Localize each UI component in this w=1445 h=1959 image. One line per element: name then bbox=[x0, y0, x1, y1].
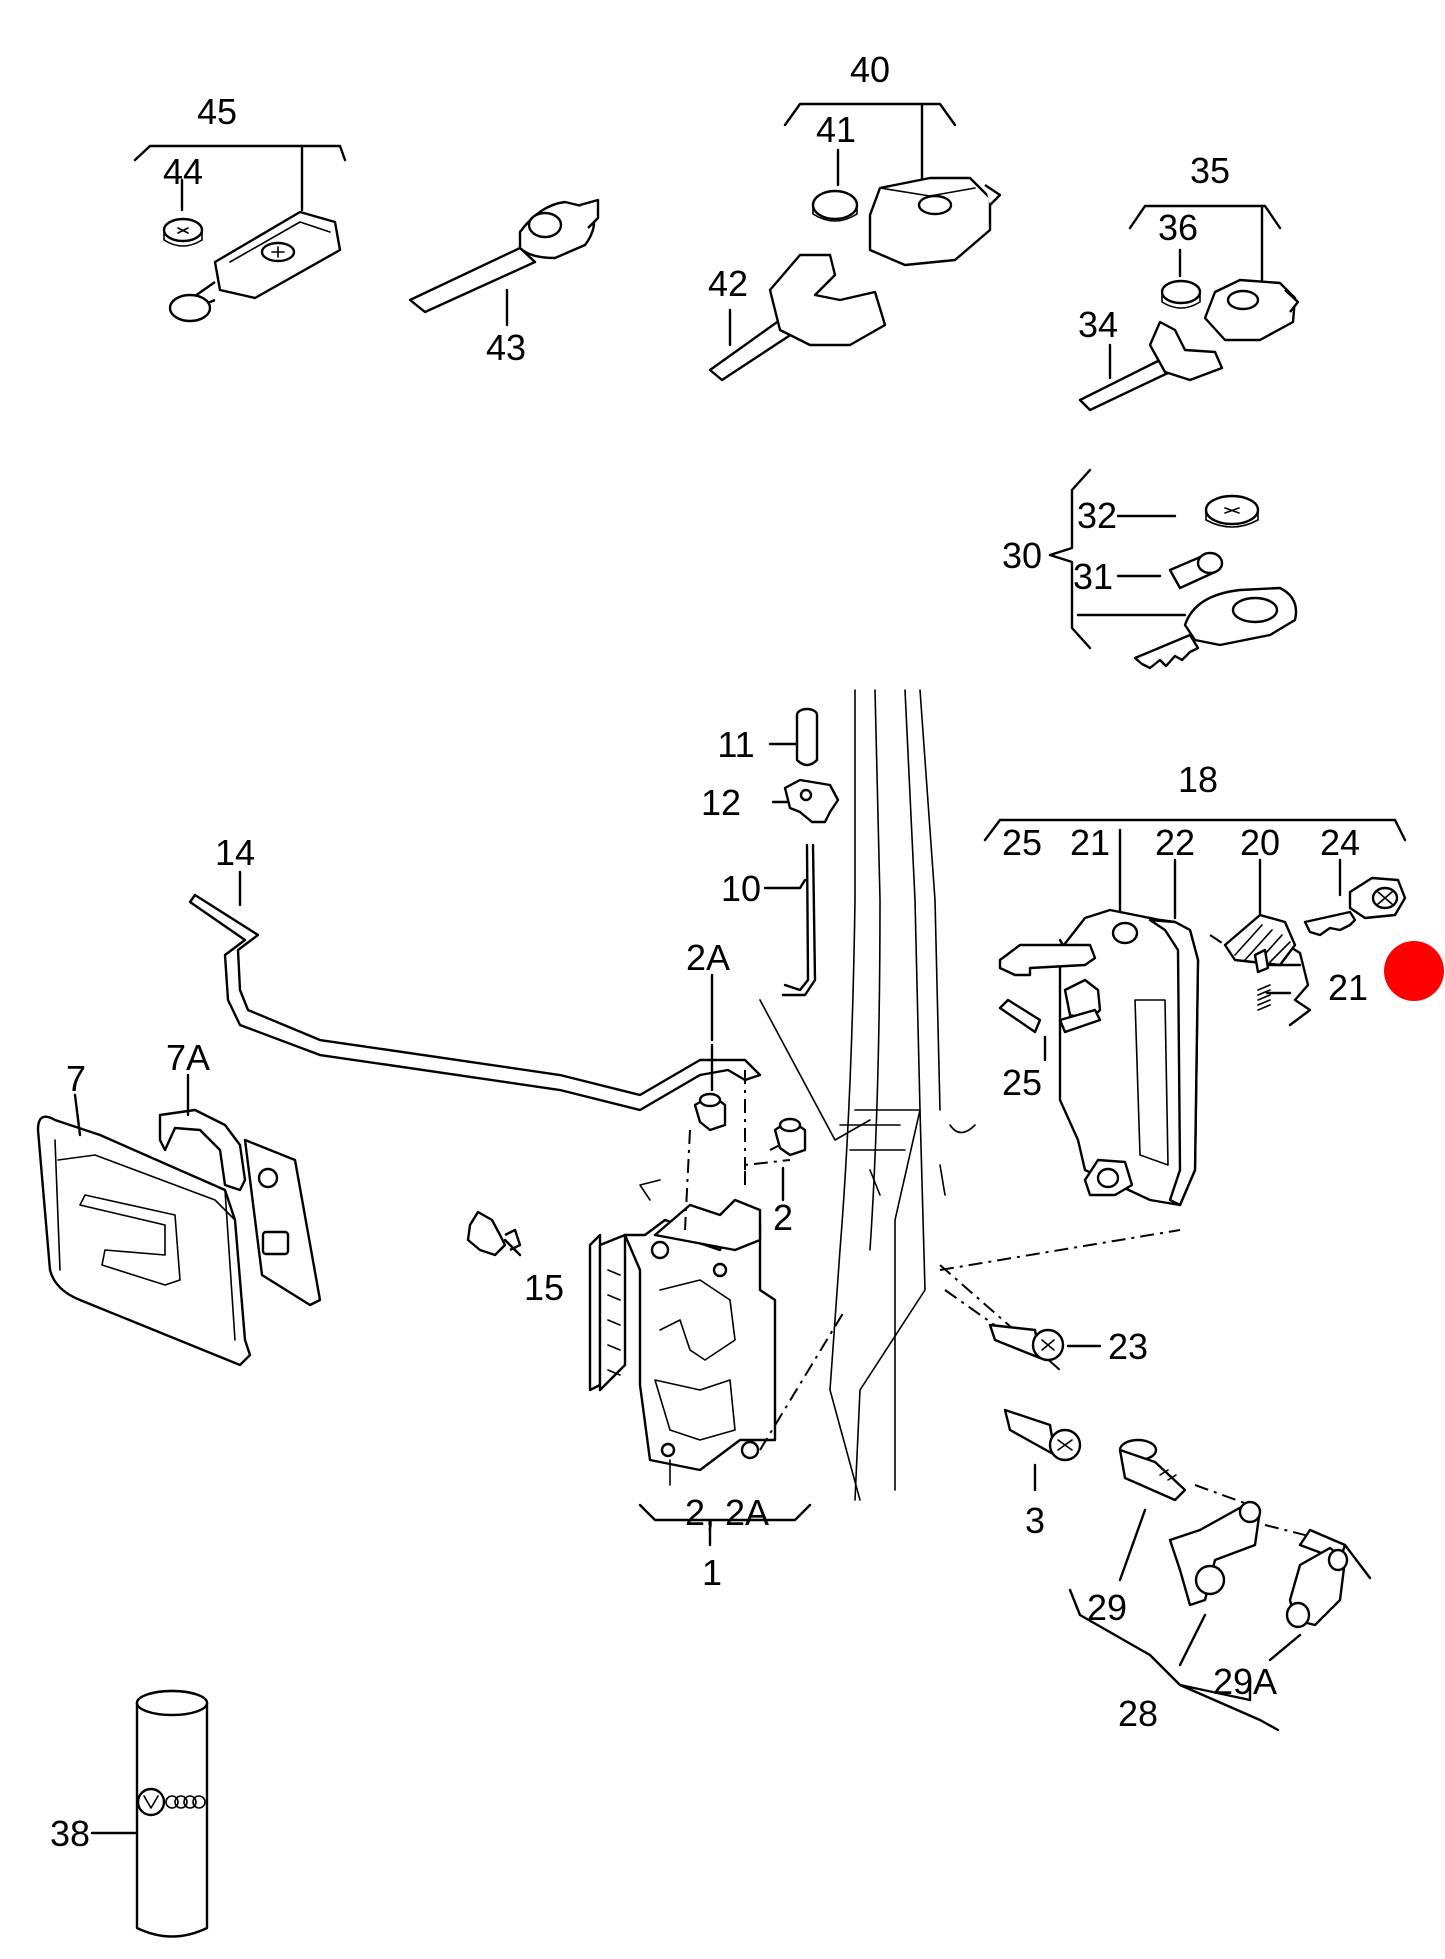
cylinder-20 bbox=[1209, 913, 1297, 967]
bracket-28 bbox=[1068, 1543, 1372, 1732]
label-18: 18 bbox=[1178, 759, 1218, 800]
flip-key-housing bbox=[1203, 278, 1300, 342]
door-lock-mechanism bbox=[588, 1179, 777, 1486]
clip-2A bbox=[684, 1043, 727, 1231]
label-7: 7 bbox=[66, 1058, 86, 1099]
label-42: 42 bbox=[708, 263, 748, 304]
label-2: 2 bbox=[773, 1197, 793, 1238]
outer-handle-group bbox=[983, 818, 1407, 1207]
spring-21 bbox=[1253, 948, 1271, 1011]
label-28: 28 bbox=[1118, 1693, 1158, 1734]
key-30 bbox=[1133, 586, 1298, 670]
label-10: 10 bbox=[721, 868, 761, 909]
clip-12 bbox=[783, 778, 840, 824]
inner-handle-7 bbox=[36, 1115, 252, 1367]
label-44: 44 bbox=[163, 151, 203, 192]
label-43: 43 bbox=[486, 327, 526, 368]
label-41: 41 bbox=[816, 109, 856, 150]
label-1: 1 bbox=[702, 1552, 722, 1593]
label-32: 32 bbox=[1077, 495, 1117, 536]
label-7A: 7A bbox=[166, 1037, 210, 1078]
label-31: 31 bbox=[1073, 556, 1113, 597]
pin-25 bbox=[998, 998, 1042, 1034]
red-marker-dot bbox=[1384, 941, 1444, 1001]
label-23: 23 bbox=[1108, 1326, 1148, 1367]
flip-key-cap bbox=[1160, 279, 1202, 309]
label-29: 29 bbox=[1087, 1587, 1127, 1628]
key-set-group bbox=[1048, 468, 1298, 670]
shim-29A bbox=[1285, 1546, 1349, 1629]
rod-14 bbox=[188, 893, 762, 1112]
door-pillar bbox=[759, 689, 976, 1501]
label-34: 34 bbox=[1078, 304, 1118, 345]
handle-body bbox=[998, 908, 1200, 1207]
battery-cap-part bbox=[162, 217, 204, 247]
key-24 bbox=[1303, 876, 1407, 937]
screw-23 bbox=[988, 1323, 1102, 1362]
remote-key-part bbox=[168, 210, 342, 323]
label-29A: 29A bbox=[1213, 1661, 1277, 1702]
flip-key-group bbox=[1078, 204, 1300, 412]
label-2A: 2A bbox=[686, 937, 730, 978]
callout-labels: 45 44 43 40 41 42 35 36 34 32 31 30 11 1… bbox=[50, 49, 1368, 1854]
label-21-side: 21 bbox=[1328, 967, 1368, 1008]
label-15: 15 bbox=[524, 1267, 564, 1308]
remote-key-group bbox=[133, 144, 347, 323]
grease-can-38 bbox=[90, 1689, 209, 1938]
housing-part bbox=[868, 176, 1002, 267]
label-40: 40 bbox=[850, 49, 890, 90]
key-housing-group bbox=[708, 102, 1002, 382]
cap-part bbox=[811, 189, 859, 222]
key-blade-part bbox=[708, 253, 887, 382]
pin-11 bbox=[795, 707, 819, 767]
key-blade-group bbox=[408, 198, 600, 327]
label-11: 11 bbox=[717, 724, 754, 765]
label-45: 45 bbox=[197, 91, 237, 132]
clip-2 bbox=[773, 1117, 807, 1157]
flip-key-blade bbox=[1078, 320, 1224, 412]
inner-handle-7A bbox=[158, 1108, 322, 1307]
label-30: 30 bbox=[1002, 535, 1042, 576]
label-36: 36 bbox=[1158, 207, 1198, 248]
label-24: 24 bbox=[1320, 822, 1360, 863]
label-38: 38 bbox=[50, 1813, 90, 1854]
label-35: 35 bbox=[1190, 150, 1230, 191]
label-14: 14 bbox=[215, 832, 255, 873]
striker-bolt-29 bbox=[1118, 1438, 1187, 1582]
pin-31 bbox=[1168, 551, 1224, 590]
screw-3 bbox=[1003, 1408, 1082, 1492]
clip-15 bbox=[466, 1210, 522, 1257]
label-20: 20 bbox=[1240, 822, 1280, 863]
leader-lines bbox=[73, 742, 1047, 1547]
label-3: 3 bbox=[1025, 1500, 1045, 1541]
cap-32 bbox=[1204, 494, 1260, 528]
label-22: 22 bbox=[1155, 822, 1195, 863]
label-21-top: 21 bbox=[1070, 822, 1110, 863]
label-12: 12 bbox=[701, 782, 741, 823]
rod-10 bbox=[781, 843, 817, 997]
label-25-bottom: 25 bbox=[1002, 1062, 1042, 1103]
label-25-top: 25 bbox=[1002, 822, 1042, 863]
label-2-2A: 2, 2A bbox=[685, 1492, 769, 1533]
